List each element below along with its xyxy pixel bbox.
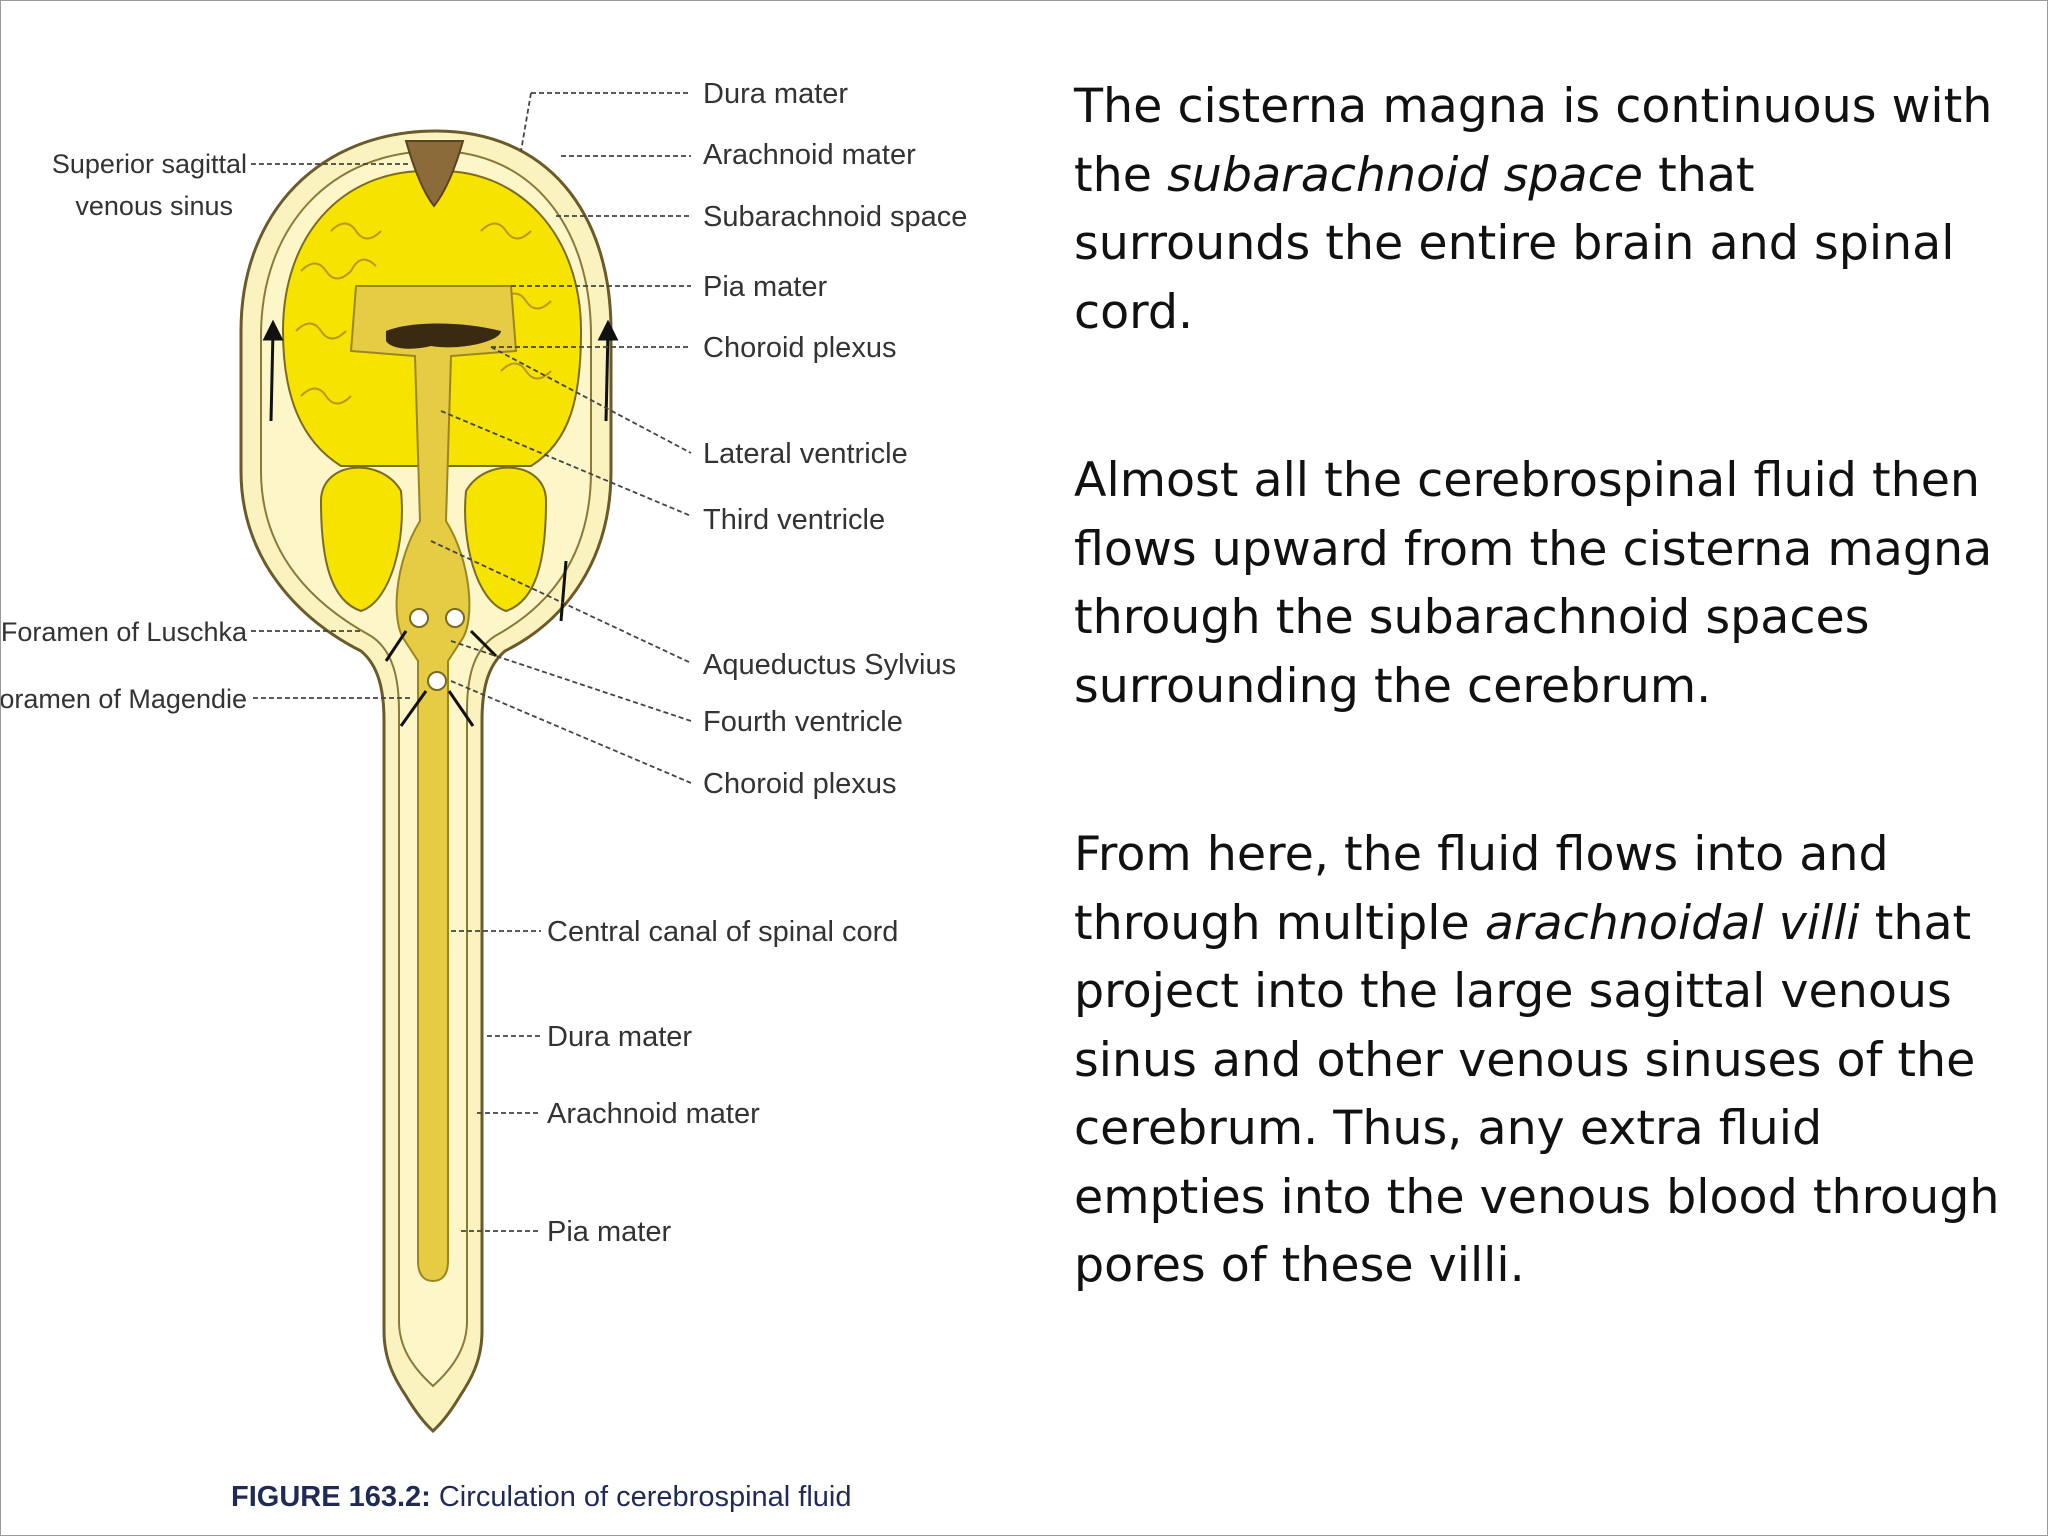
p1-emphasis: subarachnoid space bbox=[1167, 147, 1643, 203]
p3-part-a: From here, the fluid flows into and thro… bbox=[1074, 827, 1889, 951]
label-pia-mater-cord: Pia mater bbox=[547, 1216, 671, 1248]
figure-caption-text: Circulation of cerebrospinal fluid bbox=[439, 1481, 852, 1513]
figure-caption: FIGURE 163.2:Circulation of cerebrospina… bbox=[231, 1481, 852, 1513]
label-foramen-magendie: Foramen of Magendie bbox=[1, 684, 247, 714]
foramen-magendie bbox=[427, 671, 447, 691]
p3-emphasis: arachnoidal villi bbox=[1484, 895, 1860, 951]
paragraph-cisterna-magna: The cisterna magna is continuous with th… bbox=[1074, 73, 2004, 347]
cerebellum-left-shape bbox=[319, 466, 403, 613]
label-foramen-luschka: Foramen of Luschka bbox=[1, 617, 248, 647]
p1-part-a: The cisterna magna is continuous with th… bbox=[1074, 79, 1993, 203]
p3-part-b: that project into the large sagittal ven… bbox=[1074, 895, 2000, 1294]
paragraph-arachnoidal-villi: From here, the fluid flows into and thro… bbox=[1074, 821, 2004, 1301]
leader-lines bbox=[251, 92, 692, 1232]
label-third-ventricle: Third ventricle bbox=[703, 504, 885, 536]
label-arachnoid-mater-cord: Arachnoid mater bbox=[547, 1098, 760, 1130]
label-pia-mater-top: Pia mater bbox=[703, 271, 827, 303]
text-column: The cisterna magna is continuous with th… bbox=[1074, 73, 2004, 1301]
label-fourth-ventricle: Fourth ventricle bbox=[703, 706, 903, 738]
paragraph-upward-flow: Almost all the cerebrospinal fluid then … bbox=[1074, 453, 1993, 714]
label-choroid-plexus-bottom: Choroid plexus bbox=[703, 768, 896, 800]
csf-circulation-diagram: Dura mater Arachnoid mater Subarachnoid … bbox=[1, 78, 967, 1513]
label-superior-sagittal-line2: venous sinus bbox=[75, 191, 233, 221]
sagittal-sinus-shape bbox=[404, 140, 465, 208]
label-choroid-plexus-top: Choroid plexus bbox=[703, 332, 896, 364]
foramen-luschka-left bbox=[409, 608, 429, 628]
cerebellum-right-shape bbox=[464, 466, 548, 613]
label-superior-sagittal-line1: Superior sagittal bbox=[52, 149, 247, 179]
label-dura-mater-top: Dura mater bbox=[703, 78, 848, 110]
label-dura-mater-cord: Dura mater bbox=[547, 1021, 692, 1053]
label-lateral-ventricle: Lateral ventricle bbox=[703, 438, 908, 470]
flow-arrows bbox=[262, 319, 619, 727]
foramen-luschka-right bbox=[445, 608, 465, 628]
label-aqueductus-sylvius: Aqueductus Sylvius bbox=[703, 649, 956, 681]
p1-part-b: that surrounds the entire brain and spin… bbox=[1074, 147, 1955, 340]
ventricles-shape bbox=[349, 285, 518, 1283]
figure-caption-prefix: FIGURE 163.2: bbox=[231, 1481, 431, 1513]
label-arachnoid-mater-top: Arachnoid mater bbox=[703, 139, 916, 171]
label-central-canal: Central canal of spinal cord bbox=[547, 916, 898, 948]
choroid-plexus-shape bbox=[386, 323, 501, 349]
label-subarachnoid-space: Subarachnoid space bbox=[703, 201, 967, 233]
